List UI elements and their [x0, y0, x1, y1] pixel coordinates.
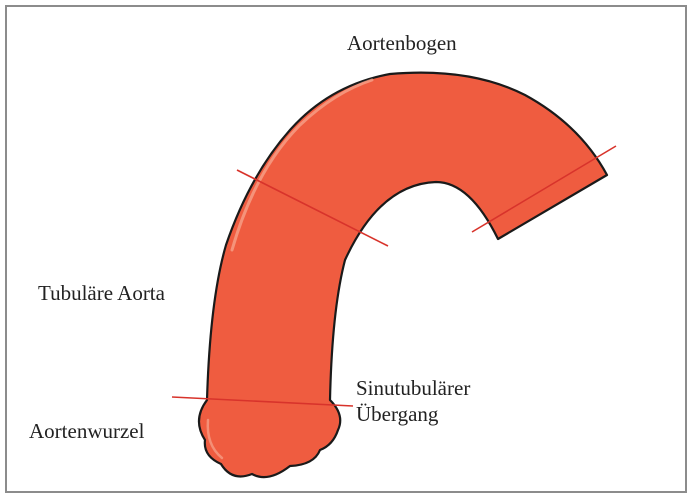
label-sinotubular-line2: Übergang	[356, 401, 470, 427]
label-sinotubular-line1: Sinutubulärer	[356, 375, 470, 401]
label-aortic-root: Aortenwurzel	[29, 418, 144, 444]
label-aortic-arch: Aortenbogen	[347, 30, 457, 56]
label-tubular-aorta: Tubuläre Aorta	[38, 280, 165, 306]
label-sinotubular-junction: Sinutubulärer Übergang	[356, 375, 470, 427]
